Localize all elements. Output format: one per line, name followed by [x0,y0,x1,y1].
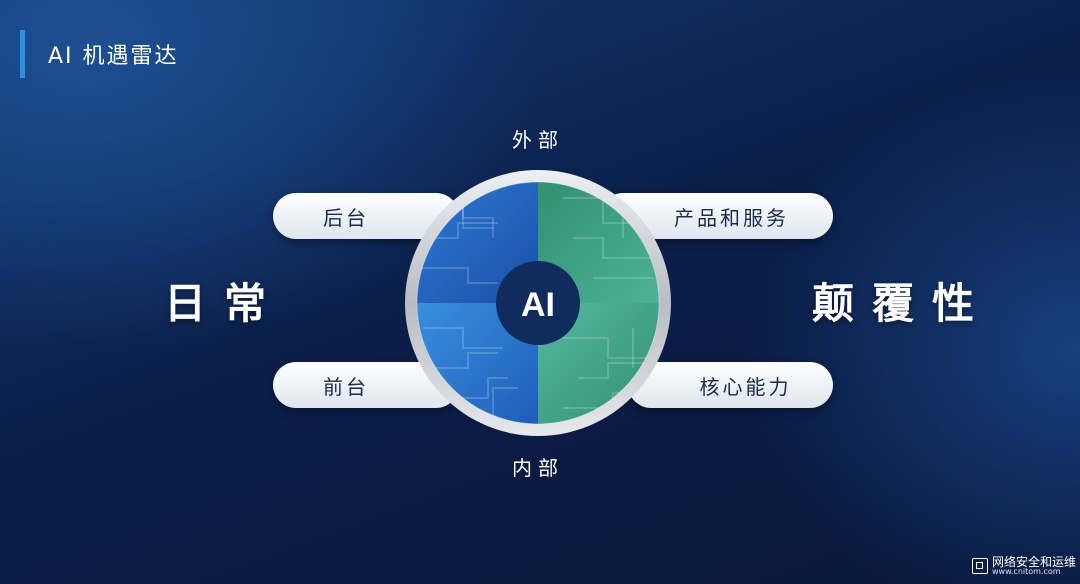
axis-label-left: 日常 [164,279,285,328]
center-circle [496,261,580,345]
watermark-name: 网络安全和运维 [991,555,1076,569]
watermark: 网络安全和运维 www.cnitom.com [971,555,1076,576]
axis-label-bottom: 内部 [512,456,564,480]
quadrant-label-bottom-right: 核心能力 [628,362,833,408]
quadrant-label-top-left: 后台 [273,193,459,239]
axis-label-top: 外部 [512,128,564,152]
watermark-url: www.cnitom.com [991,567,1061,576]
axis-label-right: 颠覆性 [812,279,993,328]
center-label: AI [521,286,555,324]
network-logo-icon [971,558,988,574]
page-title: AI 机遇雷达 [48,44,179,69]
radar-wheel: AI [405,170,671,436]
title-accent-bar [20,30,25,78]
